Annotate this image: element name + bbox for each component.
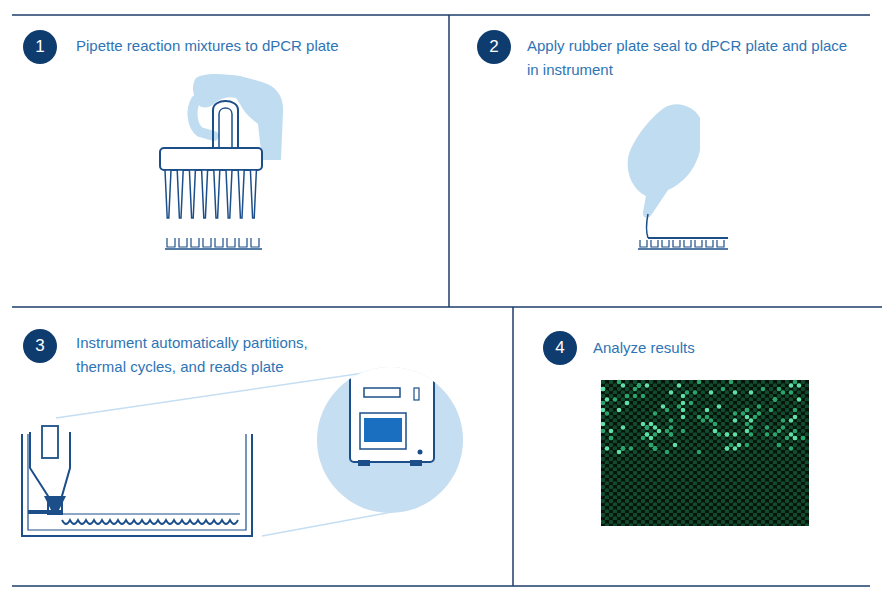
pipette-figure xyxy=(160,74,283,249)
step-number: 1 xyxy=(23,30,57,64)
step-number: 2 xyxy=(477,30,511,64)
result-image xyxy=(601,380,809,526)
step-text: Apply rubber plate seal to dPCR plate an… xyxy=(527,34,852,82)
step-number: 3 xyxy=(23,329,57,363)
seal-figure xyxy=(628,104,728,249)
step-panel: 3 Instrument automatically partitions, th… xyxy=(12,307,513,586)
panel-grid xyxy=(12,15,882,586)
step-text: Pipette reaction mixtures to dPCR plate xyxy=(76,34,436,58)
step-panel: 2 Apply rubber plate seal to dPCR plate a… xyxy=(449,15,870,307)
step-panel: 4 Analyze results xyxy=(513,307,870,586)
step-number: 4 xyxy=(543,331,577,365)
partition-figure xyxy=(22,366,463,536)
step-text: Analyze results xyxy=(593,336,853,360)
step-panel: 1 Pipette reaction mixtures to dPCR plate xyxy=(12,15,449,307)
step-text: Instrument automatically partitions, the… xyxy=(76,331,348,379)
